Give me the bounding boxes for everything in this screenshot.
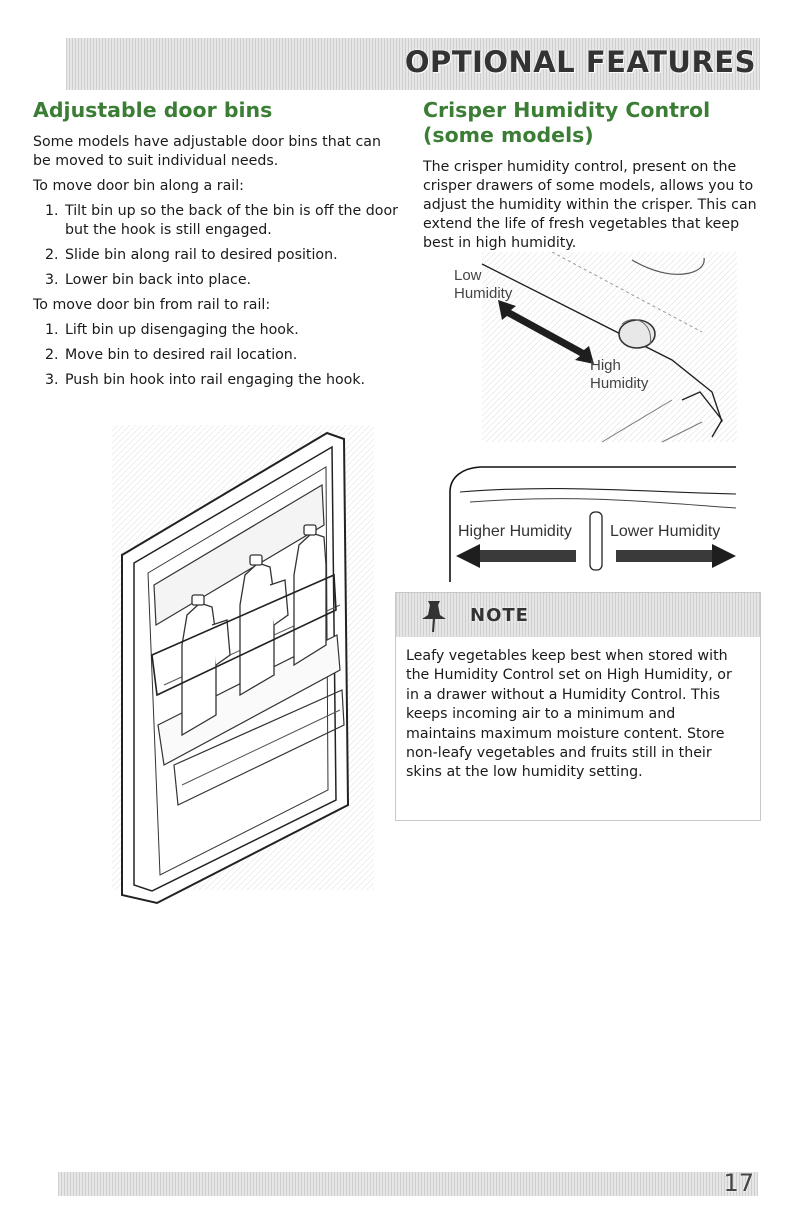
right-arrow-icon bbox=[616, 544, 736, 568]
footer-band: 17 bbox=[58, 1169, 758, 1197]
double-arrow-icon bbox=[498, 300, 594, 364]
list-item: 1.Lift bin up disengaging the hook. bbox=[45, 322, 299, 338]
section-heading-crisper: Crisper Humidity Control (some models) bbox=[423, 98, 711, 147]
page-number: 17 bbox=[723, 1169, 754, 1197]
list-item: 3.Lower bin back into place. bbox=[45, 272, 252, 288]
adjustable-door-bins-section: Adjustable door bins Some models have ad… bbox=[33, 98, 403, 396]
higher-humidity-label: Higher Humidity bbox=[458, 523, 572, 540]
list-item: 2.Slide bin along rail to desired positi… bbox=[45, 247, 338, 263]
lower-humidity-label: Lower Humidity bbox=[610, 523, 720, 540]
crisper-humidity-diagram: Low Humidity High Humidity bbox=[454, 252, 737, 443]
rail2-steps-list: 1.Lift bin up disengaging the hook. 2.Mo… bbox=[33, 321, 403, 390]
rail2-intro: To move door bin from rail to rail: bbox=[33, 297, 271, 313]
high-humidity-label: High bbox=[590, 357, 621, 374]
note-box: NOTE Leafy vegetables keep best when sto… bbox=[395, 592, 761, 821]
fridge-door-illustration bbox=[112, 425, 374, 905]
high-humidity-label-2: Humidity bbox=[590, 375, 649, 392]
slider-handle bbox=[589, 511, 603, 571]
left-arrow-icon bbox=[456, 544, 576, 568]
section-heading-door-bins: Adjustable door bins bbox=[33, 98, 273, 122]
page-title: OPTIONAL FEATURES bbox=[404, 45, 756, 79]
humidity-slider-diagram: Higher Humidity Lower Humidity bbox=[449, 466, 737, 582]
jug-icon-2 bbox=[239, 554, 289, 697]
door-bins-intro: Some models have adjustable door bins th… bbox=[33, 134, 381, 169]
list-item: 2.Move bin to desired rail location. bbox=[45, 347, 298, 363]
note-text: Leafy vegetables keep best when stored w… bbox=[406, 648, 732, 781]
crisper-body: The crisper humidity control, present on… bbox=[423, 159, 757, 251]
note-header: NOTE bbox=[396, 593, 760, 637]
rail-intro: To move door bin along a rail: bbox=[33, 178, 244, 194]
crisper-humidity-section: Crisper Humidity Control (some models) T… bbox=[423, 98, 763, 259]
note-title: NOTE bbox=[470, 605, 529, 626]
low-humidity-label-2: Humidity bbox=[454, 285, 513, 302]
header-band: OPTIONAL FEATURES bbox=[66, 38, 760, 90]
jug-icon-1 bbox=[181, 594, 231, 737]
pushpin-icon bbox=[422, 601, 446, 633]
list-item: 3.Push bin hook into rail engaging the h… bbox=[45, 372, 366, 388]
rail-steps-list: 1.Tilt bin up so the back of the bin is … bbox=[33, 202, 403, 290]
list-item: 1.Tilt bin up so the back of the bin is … bbox=[45, 203, 398, 238]
low-humidity-label: Low bbox=[454, 267, 482, 284]
jug-icon-3 bbox=[293, 524, 327, 667]
